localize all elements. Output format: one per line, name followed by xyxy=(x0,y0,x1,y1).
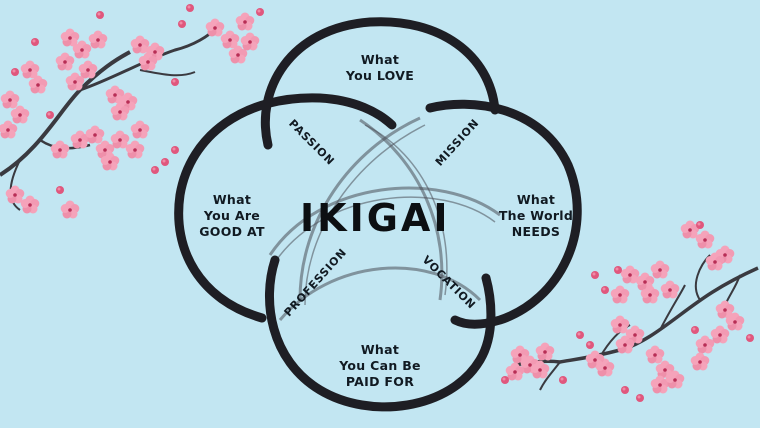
label-line: You Can Be xyxy=(339,358,421,373)
label-line: The World xyxy=(498,208,574,223)
circle-love xyxy=(260,17,500,150)
label-line: You LOVE xyxy=(345,68,415,83)
label-line: NEEDS xyxy=(511,224,561,239)
cherry-blossom-branch-right xyxy=(501,220,759,402)
label-line: What xyxy=(360,52,400,67)
label-what-you-are-good-at: What You Are GOOD AT xyxy=(184,192,280,240)
label-line: PAID FOR xyxy=(345,374,415,389)
label-line: You Are xyxy=(203,208,261,223)
label-line: What xyxy=(212,192,252,207)
label-line: What xyxy=(516,192,556,207)
label-what-you-can-be-paid-for: What You Can Be PAID FOR xyxy=(318,342,442,390)
overlap-brush-arcs xyxy=(268,116,501,321)
label-line: What xyxy=(360,342,400,357)
ink-circles xyxy=(174,17,582,412)
label-line: GOOD AT xyxy=(199,224,265,239)
circle-good-at xyxy=(174,93,397,323)
label-what-you-love: What You LOVE xyxy=(318,52,442,84)
label-what-the-world-needs: What The World NEEDS xyxy=(484,192,588,240)
center-title-ikigai: IKIGAI xyxy=(300,196,451,240)
cherry-blossom-branch-left xyxy=(0,4,264,219)
circle-paid-for xyxy=(265,255,496,412)
